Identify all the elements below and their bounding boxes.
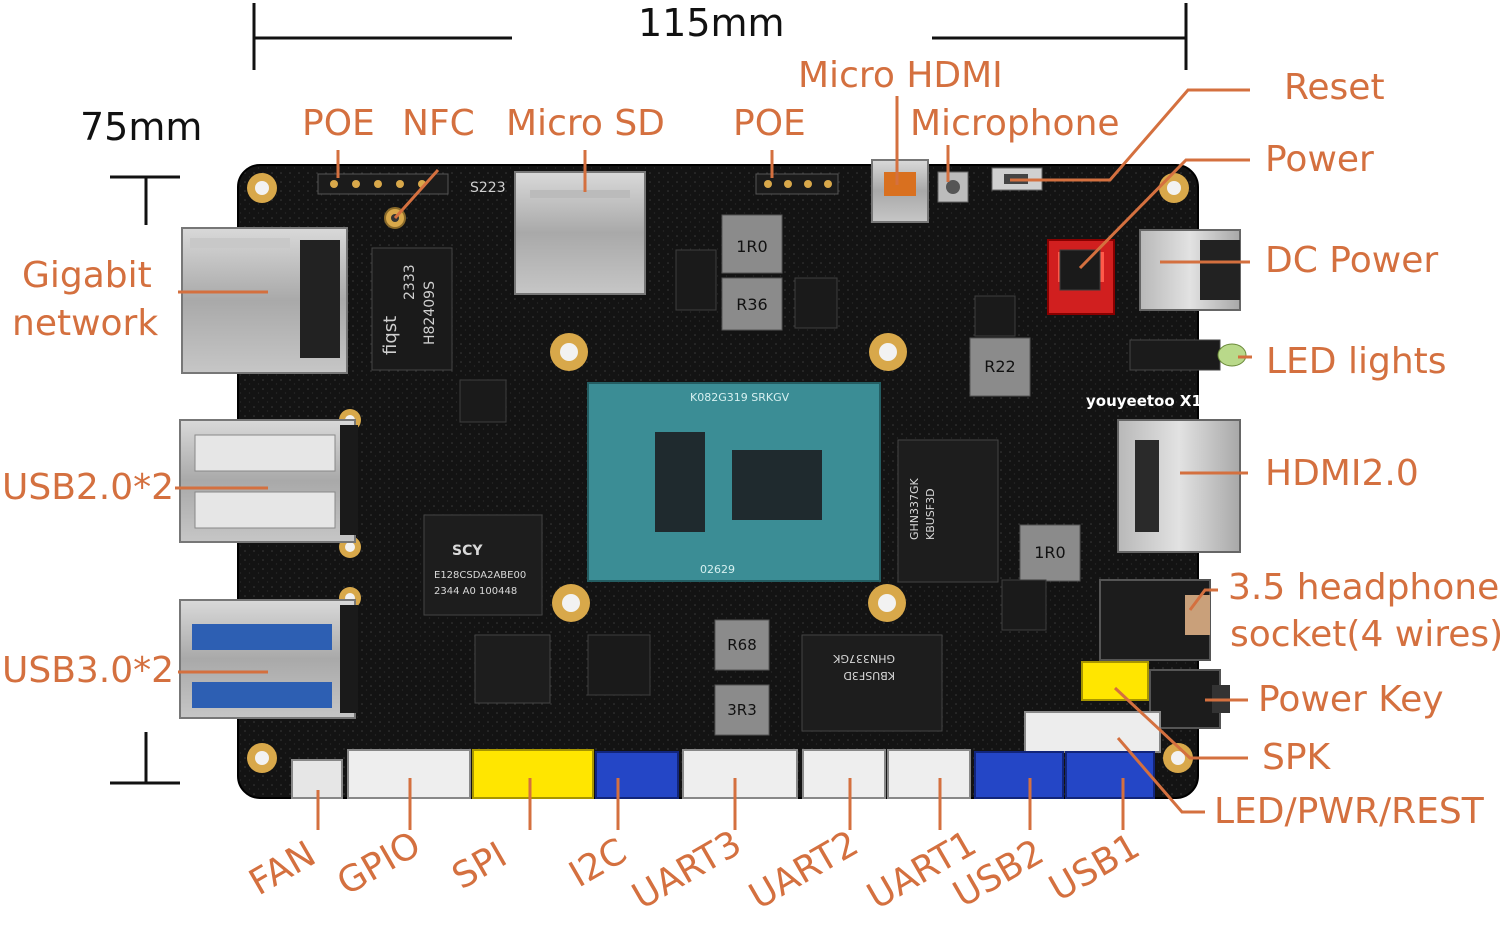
usb2-port-stack bbox=[179, 419, 358, 543]
hdmi-port bbox=[1117, 419, 1241, 553]
inductor-r22: R22 bbox=[984, 357, 1015, 376]
label-power-key: Power Key bbox=[1258, 679, 1444, 720]
ram-chip2-line2: KBUSF3D bbox=[843, 669, 895, 682]
ethernet-chip-brand: fiqst bbox=[380, 316, 401, 355]
label-microphone: Microphone bbox=[910, 103, 1120, 144]
microphone bbox=[937, 171, 969, 203]
label-usb2: USB2.0*2 bbox=[2, 467, 175, 508]
inductor-r36: R36 bbox=[736, 295, 767, 314]
width-dimension: 115mm bbox=[638, 1, 785, 45]
height-dimension: 75mm bbox=[80, 105, 203, 149]
label-power: Power bbox=[1265, 139, 1374, 180]
cpu-marking-top: K082G319 SRKGV bbox=[690, 391, 790, 404]
dimension-lines bbox=[110, 3, 1188, 785]
usb3-port-stack bbox=[179, 599, 358, 719]
inductor-1r0-right: 1R0 bbox=[1034, 543, 1065, 562]
poe-header-right bbox=[755, 173, 839, 195]
ethernet-chip-model: H82409S bbox=[422, 281, 438, 345]
dc-power-jack bbox=[1139, 229, 1241, 311]
led-pwr-rest-connector bbox=[1024, 711, 1161, 753]
ram-chip-bottom: GHN337GK KBUSF3D bbox=[801, 634, 943, 732]
label-hdmi: HDMI2.0 bbox=[1265, 453, 1419, 494]
headphone-jack bbox=[1099, 579, 1211, 661]
cpu-marking-bottom: 02629 bbox=[700, 563, 735, 576]
ram-chip2-line1: GHN337GK bbox=[832, 652, 895, 665]
flash-line1: E128CSDA2ABE00 bbox=[434, 570, 526, 581]
usb-hub-chip bbox=[474, 634, 551, 704]
inductors: 1R0 R36 R22 1R0 R68 3R3 bbox=[714, 214, 1081, 736]
flash-line2: 2344 A0 100448 bbox=[434, 586, 517, 597]
label-poe-left: POE bbox=[302, 103, 375, 144]
label-poe-right: POE bbox=[733, 103, 806, 144]
label-dc-power: DC Power bbox=[1265, 240, 1439, 281]
ram-chip-right: GHN337GK KBUSF3D bbox=[897, 439, 999, 583]
label-micro-hdmi: Micro HDMI bbox=[798, 55, 1003, 96]
inductor-1r0-top: 1R0 bbox=[736, 237, 767, 256]
label-reset: Reset bbox=[1284, 67, 1385, 108]
inductor-r68: R68 bbox=[727, 636, 757, 654]
ethernet-transformer: fiqst 2333 H82409S bbox=[371, 247, 453, 371]
label-micro-sd: Micro SD bbox=[506, 103, 665, 144]
bottom-connectors bbox=[291, 749, 1155, 799]
label-usb3: USB3.0*2 bbox=[2, 650, 175, 691]
flash-chip: SCY E128CSDA2ABE00 2344 A0 100448 bbox=[423, 514, 543, 616]
label-led-pwr-rest: LED/PWR/REST bbox=[1214, 791, 1484, 832]
label-headphone-line2: socket(4 wires) bbox=[1230, 614, 1500, 655]
ethernet-chip-code: 2333 bbox=[402, 264, 418, 300]
brand-silkscreen: youyeetoo X1s bbox=[1086, 392, 1211, 410]
poe-header-left bbox=[317, 173, 449, 195]
spk-connector bbox=[1081, 661, 1149, 701]
label-headphone-line1: 3.5 headphone bbox=[1228, 567, 1500, 608]
led-lights bbox=[1129, 339, 1247, 371]
label-led-lights: LED lights bbox=[1266, 341, 1447, 382]
flash-brand: SCY bbox=[452, 543, 483, 559]
inductor-3r3: 3R3 bbox=[727, 701, 757, 719]
label-gigabit-line1: Gigabit bbox=[22, 255, 152, 296]
cpu-package: K082G319 SRKGV 02629 bbox=[587, 382, 881, 582]
micro-hdmi-port bbox=[871, 159, 929, 223]
label-spk: SPK bbox=[1262, 737, 1331, 778]
small-chips bbox=[459, 249, 1101, 696]
label-gigabit-line2: network bbox=[12, 303, 159, 344]
ethernet-port bbox=[181, 227, 348, 374]
ram-chip1-line2: KBUSF3D bbox=[924, 488, 937, 540]
label-nfc: NFC bbox=[402, 103, 475, 144]
ram-chip1-line1: GHN337GK bbox=[908, 477, 921, 540]
silkscreen-s223: S223 bbox=[470, 180, 506, 196]
micro-sd-slot: S223 bbox=[470, 171, 646, 295]
leader-lines bbox=[175, 88, 1252, 830]
